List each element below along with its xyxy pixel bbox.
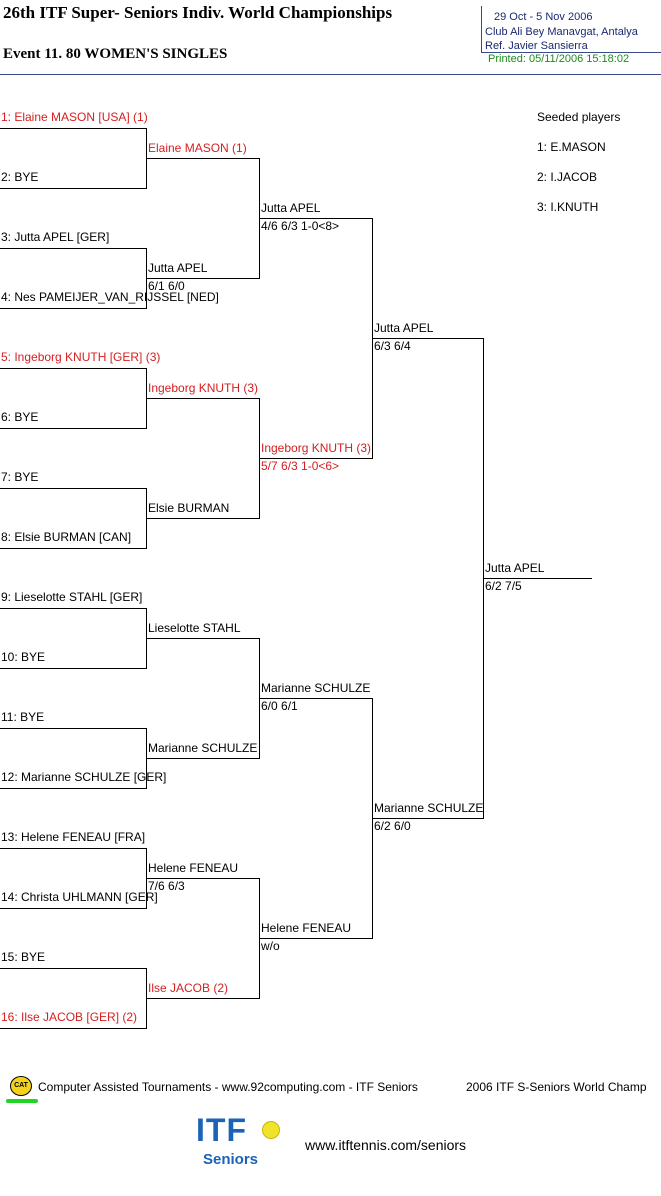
round-winner-name: Marianne SCHULZE [261, 681, 371, 695]
cat-logo-icon: CAT [10, 1076, 32, 1096]
tournament-info-box [481, 6, 661, 53]
draw-slot-player: 10: BYE [1, 650, 46, 664]
match-score: 7/6 6/3 [148, 879, 185, 893]
match-score: 4/6 6/3 1-0<8> [261, 219, 340, 233]
match-score: 5/7 6/3 1-0<6> [261, 459, 340, 473]
match-score: 6/3 6/4 [374, 339, 411, 353]
itf-seniors-label: Seniors [203, 1151, 259, 1168]
seed-entry: 3: I.KNUTH [537, 200, 599, 214]
champion-name: Jutta APEL [485, 561, 545, 575]
draw-slot-player: 15: BYE [1, 950, 46, 964]
draw-slot-player: 12: Marianne SCHULZE [GER] [1, 770, 167, 784]
final-score: 6/2 7/5 [485, 579, 522, 593]
seeds-title: Seeded players [537, 110, 621, 124]
footer-credit: Computer Assisted Tournaments - www.92co… [38, 1080, 418, 1094]
tournament-title: 26th ITF Super- Seniors Indiv. World Cha… [3, 3, 393, 22]
draw-slot-player: 8: Elsie BURMAN [CAN] [1, 530, 132, 544]
draw-slot-player: 6: BYE [1, 410, 39, 424]
round-winner-name: Jutta APEL [374, 321, 434, 335]
draw-slot-player: 5: Ingeborg KNUTH [GER] (3) [1, 350, 161, 364]
footer-event-name: 2006 ITF S-Seniors World Champ [466, 1080, 647, 1094]
round-winner-name: Jutta APEL [261, 201, 321, 215]
cat-logo-underline [6, 1099, 38, 1103]
draw-slot-player: 2: BYE [1, 170, 39, 184]
draw-slot-player: 11: BYE [1, 710, 45, 724]
round-winner-name: Marianne SCHULZE [374, 801, 484, 815]
round-winner-name: Lieselotte STAHL [148, 621, 241, 635]
round-winner-name: Jutta APEL [148, 261, 208, 275]
round-winner-name: Helene FENEAU [261, 921, 352, 935]
tennis-ball-icon [262, 1121, 280, 1139]
round-winner-name: Helene FENEAU [148, 861, 239, 875]
itf-logo: ITF [196, 1112, 247, 1148]
draw-slot-player: 16: Ilse JACOB [GER] (2) [1, 1010, 138, 1024]
draw-slot-player: 3: Jutta APEL [GER] [1, 230, 110, 244]
seed-entry: 2: I.JACOB [537, 170, 598, 184]
draw-slot-player: 1: Elaine MASON [USA] (1) [1, 110, 148, 124]
draw-slot-player: 7: BYE [1, 470, 39, 484]
draw-slot-player: 9: Lieselotte STAHL [GER] [1, 590, 143, 604]
match-score: 6/1 6/0 [148, 279, 185, 293]
match-score: w/o [261, 939, 280, 953]
round-winner-name: Elsie BURMAN [148, 501, 230, 515]
tournament-venue: Club Ali Bey Manavgat, Antalya [485, 26, 638, 38]
round-winner-name: Elaine MASON (1) [148, 141, 247, 155]
round-winner-name: Marianne SCHULZE [148, 741, 258, 755]
printed-timestamp: Printed: 05/11/2006 15:18:02 [488, 53, 630, 65]
tournament-referee: Ref. Javier Sansierra [485, 40, 588, 51]
round-winner-name: Ingeborg KNUTH (3) [148, 381, 259, 395]
draw-slot-player: 4: Nes PAMEIJER_VAN_RIJSSEL [NED] [1, 290, 219, 304]
draw-slot-player: 13: Helene FENEAU [FRA] [1, 830, 146, 844]
draw-slot-player: 14: Christa UHLMANN [GER] [1, 890, 158, 904]
match-score: 6/0 6/1 [261, 699, 298, 713]
event-title: Event 11. 80 WOMEN'S SINGLES [3, 46, 228, 62]
round-winner-name: Ilse JACOB (2) [148, 981, 229, 995]
tournament-dates: 29 Oct - 5 Nov 2006 [494, 11, 593, 23]
seed-entry: 1: E.MASON [537, 140, 606, 154]
round-winner-name: Ingeborg KNUTH (3) [261, 441, 372, 455]
itf-seniors-url[interactable]: www.itftennis.com/seniors [305, 1137, 467, 1153]
match-score: 6/2 6/0 [374, 819, 411, 833]
header-divider [0, 74, 661, 75]
